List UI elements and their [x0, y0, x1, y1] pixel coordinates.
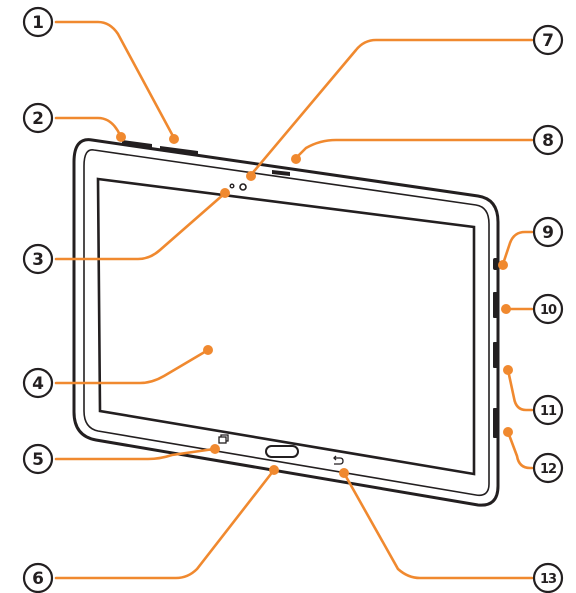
leader-8 — [294, 138, 534, 160]
callout-13: 13 — [532, 562, 564, 593]
callout-5-label: 5 — [32, 450, 44, 470]
callout-8-label: 8 — [542, 131, 554, 151]
callout-3-label: 3 — [32, 250, 44, 270]
callout-11-label: 11 — [540, 404, 557, 419]
speaker-grille — [493, 408, 498, 438]
callout-12: 12 — [532, 452, 564, 484]
callout-6-label: 6 — [32, 569, 44, 589]
callout-10: 10 — [532, 293, 564, 325]
light-sensor — [229, 183, 235, 189]
leader-7 — [248, 38, 534, 178]
home-button[interactable] — [265, 445, 299, 458]
tablet-device — [72, 138, 500, 507]
callout-8: 8 — [532, 124, 564, 156]
leader-4 — [54, 348, 210, 385]
leader-5 — [54, 447, 216, 461]
callout-4-label: 4 — [32, 374, 44, 394]
callout-9-label: 9 — [542, 223, 554, 243]
callout-7: 7 — [532, 24, 564, 56]
multipurpose-jack[interactable] — [493, 342, 498, 368]
leader-12 — [506, 430, 534, 470]
callout-13-label: 13 — [540, 572, 557, 587]
callout-1: 1 — [22, 6, 54, 38]
leader-lines — [54, 20, 534, 580]
callout-7-label: 7 — [542, 31, 554, 51]
leader-2 — [54, 116, 122, 137]
callout-11: 11 — [532, 394, 564, 426]
callout-9: 9 — [532, 216, 564, 248]
callout-3: 3 — [22, 243, 54, 275]
callout-12-label: 12 — [540, 462, 556, 477]
memory-card-slot[interactable] — [493, 292, 498, 318]
callout-1-label: 1 — [32, 13, 44, 33]
leader-1 — [54, 20, 176, 140]
tablet-bezel-inner — [83, 149, 490, 497]
callout-6: 6 — [22, 562, 54, 593]
leader-11 — [506, 368, 534, 412]
volume-button[interactable] — [160, 146, 198, 156]
recent-apps-icon[interactable] — [218, 434, 229, 444]
power-button[interactable] — [122, 140, 152, 148]
callout-2: 2 — [22, 102, 54, 134]
callout-2-label: 2 — [32, 109, 44, 129]
leader-13 — [342, 471, 534, 580]
callouts-right: 7 8 9 10 11 12 13 — [532, 24, 564, 593]
leader-9 — [501, 230, 534, 266]
callout-4: 4 — [22, 367, 54, 399]
back-arrow-icon[interactable] — [333, 455, 344, 465]
leader-dots — [116, 132, 513, 478]
headset-jack[interactable] — [493, 258, 498, 270]
front-camera — [239, 183, 247, 191]
callout-5: 5 — [22, 443, 54, 475]
touch-screen[interactable] — [96, 177, 476, 476]
leader-6 — [54, 468, 276, 580]
callouts-left: 1 2 3 4 5 6 — [22, 6, 54, 593]
callout-10-label: 10 — [540, 303, 557, 318]
ir-led — [272, 170, 290, 176]
side-ports — [493, 258, 498, 438]
leader-3 — [54, 192, 226, 261]
